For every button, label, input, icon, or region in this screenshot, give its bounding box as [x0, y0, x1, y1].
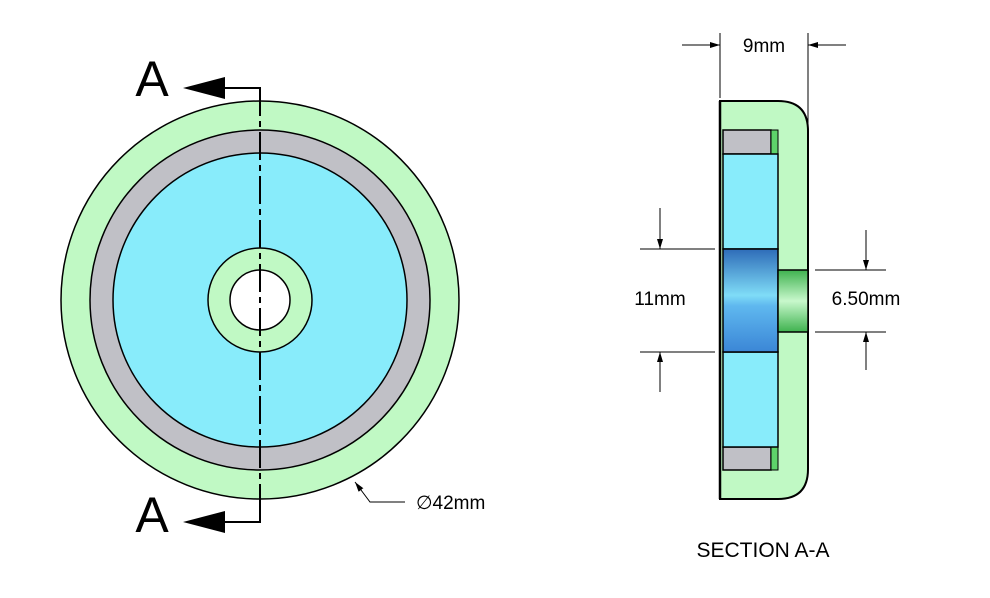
- section-label-bottom: A: [135, 487, 169, 543]
- section-label-top: A: [135, 51, 169, 107]
- diameter-dimension: ∅42mm: [416, 493, 485, 514]
- section-title: SECTION A-A: [696, 539, 829, 562]
- ring-chamfer-top: [770, 129, 779, 155]
- steel-ring-top: [722, 129, 772, 155]
- counterbore-dimension: 11mm: [634, 289, 685, 310]
- diameter-leader: [354, 481, 405, 503]
- magnet-section-top: [722, 153, 779, 250]
- section-arrow-top: [225, 87, 261, 100]
- section-view: 9mm 11mm 6.50mm SECTION A-A: [634, 33, 900, 562]
- front-view: A A ∅42mm: [60, 51, 485, 543]
- thickness-dimension: 9mm: [743, 36, 785, 57]
- section-arrow-bottom: [225, 500, 261, 523]
- steel-ring-bottom: [722, 446, 772, 471]
- through-hole: [777, 269, 809, 333]
- arrow-head-top-icon: [183, 77, 225, 99]
- arrow-head-bottom-icon: [183, 511, 225, 533]
- hole-dimension: 6.50mm: [832, 289, 901, 310]
- counterbore-bore: [722, 248, 779, 353]
- magnet-section-bottom: [722, 351, 779, 448]
- ring-chamfer-bottom: [770, 446, 779, 471]
